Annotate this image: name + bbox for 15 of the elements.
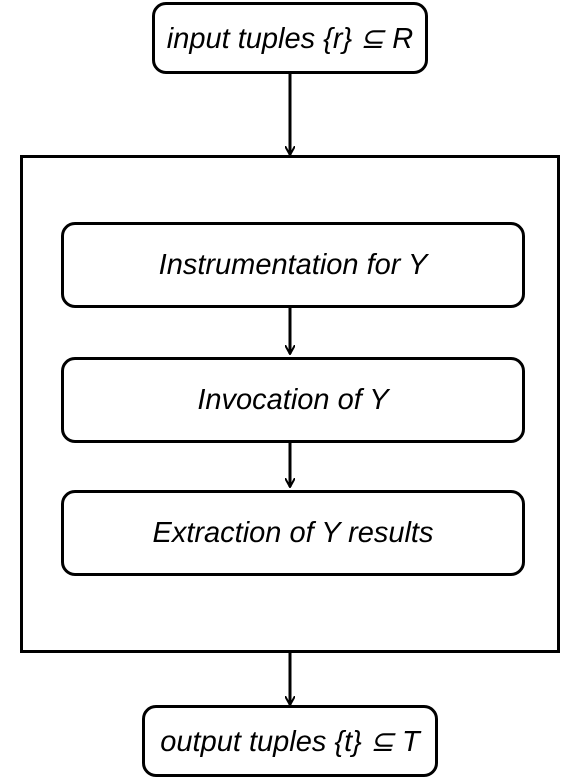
process-box: [61, 222, 525, 308]
process-box: [61, 490, 525, 576]
container-box: [20, 155, 560, 653]
process-box: [61, 357, 525, 443]
arrow: [284, 653, 296, 706]
process-box: [152, 2, 428, 74]
node-text: Instrumentation for Y: [158, 248, 428, 282]
node-text: output tuples {t} ⊆ T: [160, 724, 420, 758]
arrow: [284, 305, 296, 355]
arrow: [284, 74, 296, 156]
process-box: [142, 705, 438, 777]
node-text: input tuples {r} ⊆ R: [166, 22, 414, 56]
node-text: Invocation of Y: [197, 384, 389, 416]
arrow: [284, 440, 296, 488]
node-text: Extraction of Y results: [152, 516, 434, 550]
